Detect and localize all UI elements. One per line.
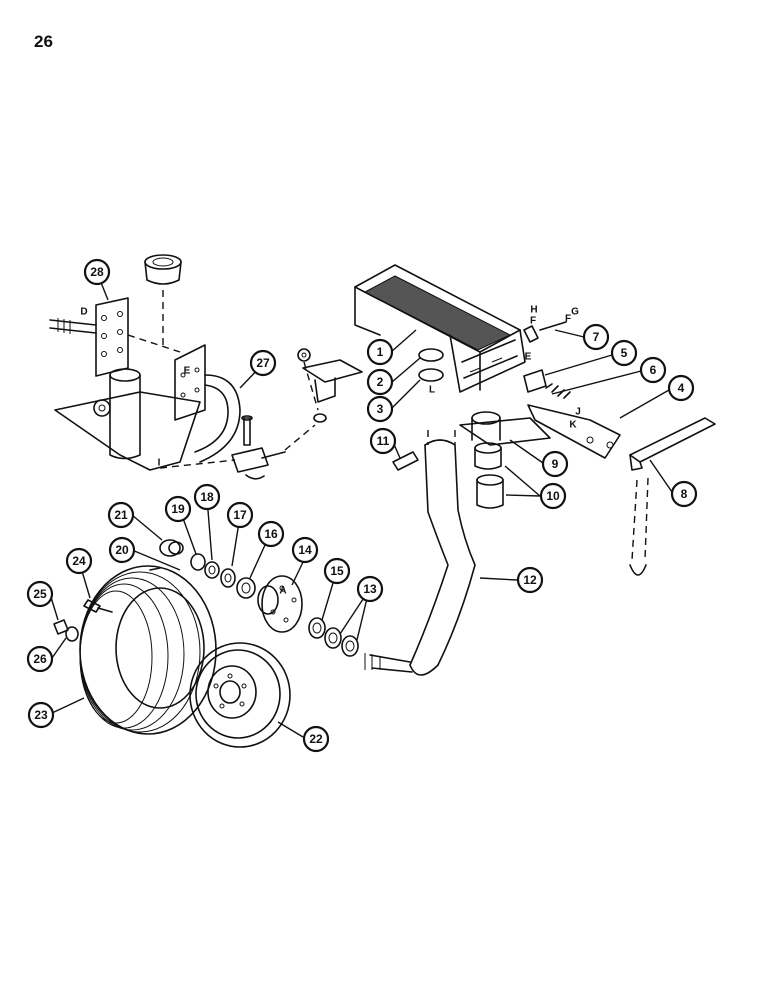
callout-18: 18	[193, 483, 221, 511]
ref-letter-f: F	[530, 316, 536, 327]
bolt-nut-spring-drawing	[523, 321, 571, 399]
spindle-bearings-drawing	[308, 617, 359, 657]
pin-drawing	[392, 451, 419, 471]
valve-stem-drawing	[149, 567, 161, 571]
svg-text:8: 8	[681, 487, 688, 501]
callout-15: 15	[323, 557, 351, 585]
callout-8: 8	[670, 480, 698, 508]
ref-letter-l: L	[429, 385, 435, 396]
svg-text:13: 13	[363, 582, 377, 596]
svg-text:18: 18	[200, 490, 214, 504]
svg-text:10: 10	[546, 489, 560, 503]
svg-text:25: 25	[33, 587, 47, 601]
ref-letter-i: I	[158, 458, 161, 469]
seal-bearing-drawing	[190, 553, 256, 599]
svg-text:12: 12	[523, 573, 537, 587]
svg-text:24: 24	[72, 554, 86, 568]
callout-12: 12	[516, 566, 544, 594]
svg-text:17: 17	[233, 508, 247, 522]
callout-21: 21	[107, 501, 135, 529]
bolt-bracket-drawing	[231, 415, 286, 480]
svg-text:3: 3	[377, 402, 384, 416]
rim-drawing	[189, 642, 291, 748]
callout-11: 11	[369, 427, 397, 455]
svg-text:6: 6	[650, 363, 657, 377]
svg-text:26: 26	[33, 652, 47, 666]
page-number: 26	[34, 32, 53, 51]
callout-16: 16	[257, 520, 285, 548]
callout-24: 24	[65, 547, 93, 575]
svg-text:19: 19	[171, 502, 185, 516]
svg-text:20: 20	[115, 543, 129, 557]
callout-27: 27	[249, 349, 277, 377]
spindle-bracket-drawing	[459, 411, 551, 446]
svg-text:27: 27	[256, 356, 270, 370]
svg-text:4: 4	[678, 381, 685, 395]
callout-19: 19	[164, 495, 192, 523]
svg-text:7: 7	[593, 330, 600, 344]
bushings-pair-drawing	[474, 442, 504, 509]
callout-6: 6	[639, 356, 667, 384]
hub-cap-drawing	[159, 539, 184, 557]
svg-text:28: 28	[90, 265, 104, 279]
small-mount-bracket-drawing	[297, 348, 363, 423]
callout-7: 7	[582, 323, 610, 351]
svg-text:21: 21	[114, 508, 128, 522]
callout-5: 5	[610, 339, 638, 367]
callout-14: 14	[291, 536, 319, 564]
svg-text:1: 1	[377, 345, 384, 359]
tire-drawing	[79, 565, 217, 735]
callout-17: 17	[226, 501, 254, 529]
side-bracket-drawing	[629, 417, 716, 576]
ref-letter-e2: E	[525, 352, 532, 363]
svg-text:23: 23	[34, 708, 48, 722]
ref-letter-e: E	[184, 366, 191, 377]
svg-text:5: 5	[621, 346, 628, 360]
svg-text:14: 14	[298, 543, 312, 557]
mounting-plate-drawing	[49, 297, 129, 377]
plug-discs-drawing	[418, 348, 444, 382]
ref-letter-d: D	[80, 307, 87, 318]
ref-letter-k: K	[569, 420, 577, 431]
svg-text:22: 22	[309, 732, 323, 746]
ref-letter-a: A	[279, 586, 286, 597]
callout-26: 26	[26, 645, 54, 673]
callout-2: 2	[366, 368, 394, 396]
ref-letter-g: G	[571, 307, 579, 318]
callout-9: 9	[541, 450, 569, 478]
callout-1: 1	[366, 338, 394, 366]
lug-bolt-drawing	[53, 599, 113, 642]
callout-3: 3	[366, 395, 394, 423]
callout-10: 10	[539, 482, 567, 510]
callout-25: 25	[26, 580, 54, 608]
ref-letter-f2: F	[565, 314, 571, 325]
spindle-arm-drawing	[364, 430, 476, 676]
ref-letter-j: J	[575, 407, 581, 418]
callout-22: 22	[302, 725, 330, 753]
callout-28: 28	[83, 258, 111, 286]
ref-letter-h: H	[530, 305, 537, 316]
callout-4: 4	[667, 374, 695, 402]
svg-text:15: 15	[330, 564, 344, 578]
caster-frame-drawing	[54, 344, 241, 471]
main-housing-drawing	[354, 264, 526, 393]
latch-plate-drawing	[527, 404, 621, 459]
leader-lines	[49, 279, 673, 738]
callout-23: 23	[27, 701, 55, 729]
callout-13: 13	[356, 575, 384, 603]
bushing-top-drawing	[144, 254, 182, 285]
svg-text:2: 2	[377, 375, 384, 389]
svg-text:11: 11	[377, 434, 390, 448]
wheel-hub-drawing	[257, 575, 303, 633]
svg-text:16: 16	[264, 527, 278, 541]
callout-20: 20	[108, 536, 136, 564]
svg-text:9: 9	[552, 457, 559, 471]
